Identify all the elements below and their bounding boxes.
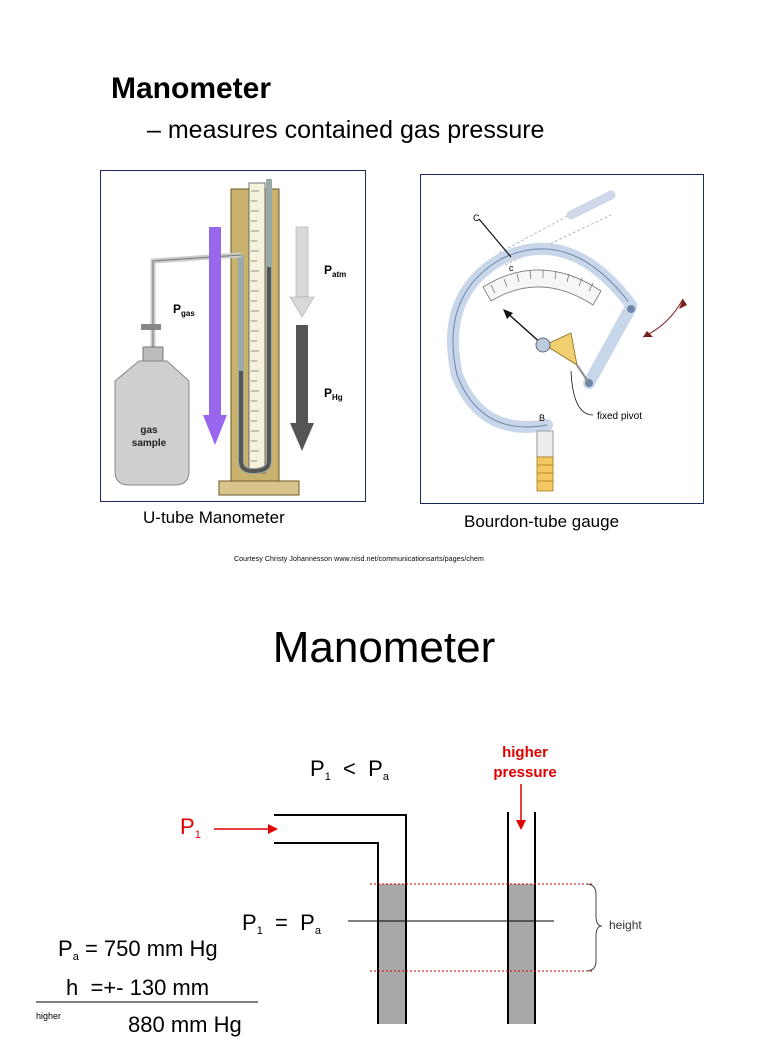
patm-arrow — [295, 226, 309, 298]
bottle-label-sample: sample — [132, 438, 167, 449]
calc-h-row: h =+- 130 mm — [66, 975, 210, 1000]
gauge-ticks — [490, 270, 594, 294]
label-b: B — [539, 413, 545, 423]
utube-manometer-drawing: gas sample Patm Pgas PHg — [114, 179, 346, 496]
label-c-outer: C — [473, 213, 480, 223]
subtitle-text: measures contained gas pressure — [167, 116, 545, 144]
bourdon-caption: Bourdon-tube gauge — [464, 512, 620, 531]
patm-label: Patm — [324, 263, 346, 279]
p1-equals-pa: P1 = Pa — [242, 910, 321, 937]
spring-fitting-icon — [536, 456, 554, 492]
pinion-icon — [535, 337, 551, 353]
fixed-pivot-label: fixed pivot — [597, 411, 642, 422]
pressure-arrow-icon — [516, 820, 526, 830]
label-c-inner: c — [509, 263, 514, 273]
manometer-diagram — [36, 784, 603, 1024]
higher-pressure-label: higher pressure — [493, 744, 557, 781]
higher-label: higher — [36, 1011, 62, 1021]
p1-less-than-pa: P1 < Pa — [310, 756, 389, 783]
utube-manometer-figure: gas sample Patm Pgas PHg — [100, 170, 366, 502]
slide1-subtitle: – measures contained gas pressure — [147, 116, 544, 145]
bottle-label-gas: gas — [140, 425, 158, 436]
bourdon-gauge-drawing: fixed pivot C c B — [447, 190, 687, 492]
calc-pa-row: Pa = 750 mm Hg — [58, 936, 218, 963]
height-brace — [585, 883, 603, 972]
height-label: height — [609, 918, 642, 932]
bourdon-gauge-figure: fixed pivot C c B — [420, 174, 704, 504]
slide1-title: Manometer — [111, 72, 272, 105]
stopcock-icon — [141, 324, 161, 330]
left-liquid-column — [379, 884, 405, 1024]
scale-ticks — [251, 190, 259, 462]
p1-label: P1 — [180, 814, 201, 841]
p1-arrow-icon — [268, 824, 278, 834]
phg-label: PHg — [324, 386, 343, 402]
subtitle-dash: – — [147, 116, 161, 144]
sector-gear-icon — [544, 332, 578, 366]
pgas-label: Pgas — [173, 302, 195, 318]
calc-result: 880 mm Hg — [128, 1012, 242, 1037]
slide2-title: Manometer — [272, 623, 496, 672]
utube-caption: U-tube Manometer — [143, 508, 285, 527]
credit-text: Courtesy Christy Johannesson www.nisd.ne… — [234, 556, 484, 563]
phg-arrow — [296, 325, 308, 425]
right-liquid-column — [509, 884, 534, 1024]
pgas-arrow — [209, 227, 221, 415]
